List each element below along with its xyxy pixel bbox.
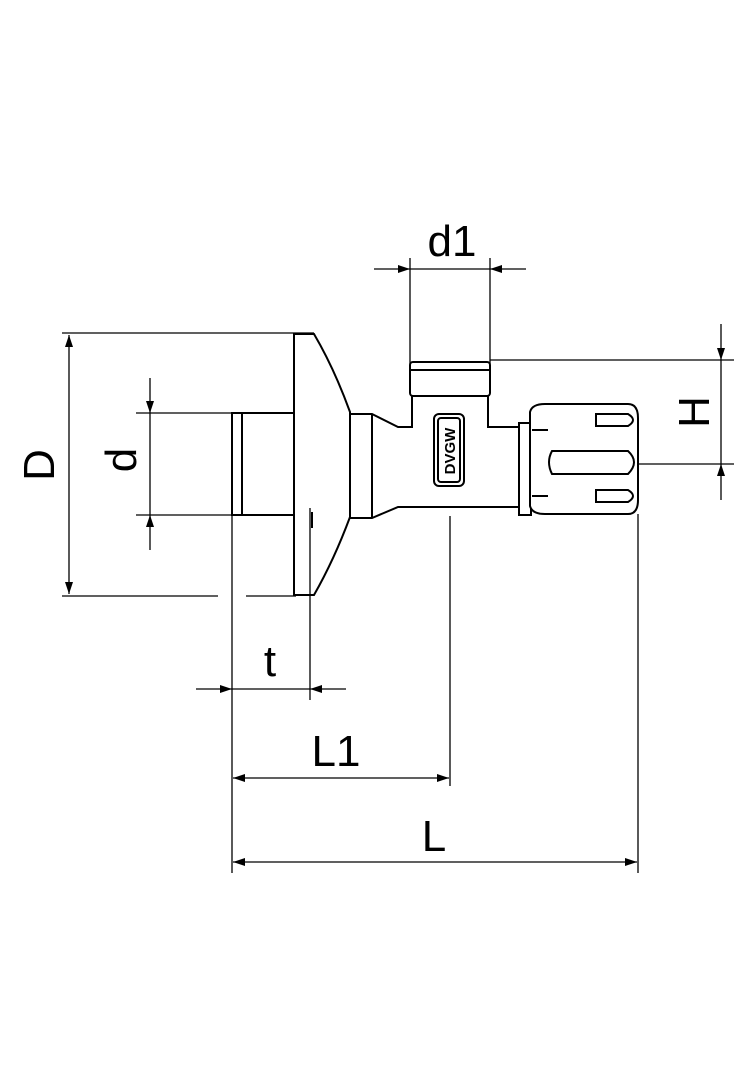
rosette-plate <box>293 333 351 596</box>
handle-knob <box>529 403 639 515</box>
dimension-lines <box>65 265 725 866</box>
dim-D-label: D <box>15 449 64 481</box>
dim-L-label: L <box>422 812 446 861</box>
dim-d-label: d <box>97 448 146 472</box>
dim-L1-label: L1 <box>312 727 361 776</box>
valve-body <box>231 333 639 596</box>
dim-H-label: H <box>670 396 719 428</box>
outlet-port <box>409 361 491 397</box>
dim-t-label: t <box>264 637 276 686</box>
extension-lines <box>62 258 734 873</box>
inlet-thread <box>231 412 295 516</box>
dim-d1-label: d1 <box>428 217 477 266</box>
dvgw-logo <box>433 413 465 487</box>
dvgw-logo-text: DVGW <box>442 427 459 475</box>
